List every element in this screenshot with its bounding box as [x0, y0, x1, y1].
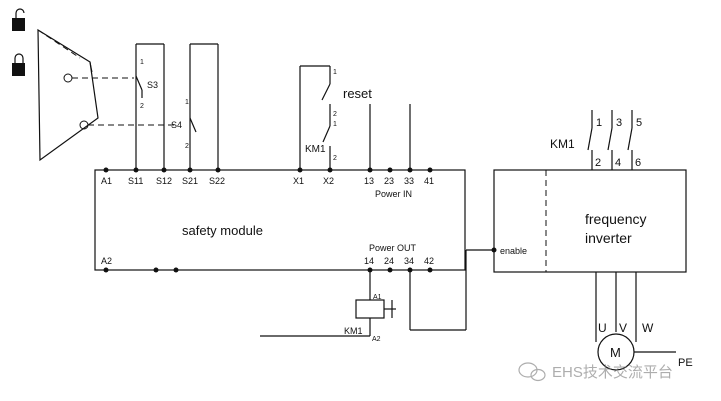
reset-km1-label: KM1 — [305, 144, 326, 155]
terminal-41: 41 — [424, 176, 434, 186]
phase-u-label: U — [598, 321, 607, 335]
power-in-wires — [369, 104, 411, 170]
coil-a1-label: A1 — [373, 294, 382, 301]
terminal-s22: S22 — [209, 176, 225, 186]
top-terminal-dots — [103, 167, 433, 173]
inverter-title-line2: inverter — [585, 230, 632, 246]
contactor-pin-2: 2 — [595, 157, 601, 169]
pe-label: PE — [678, 357, 693, 369]
terminal-x2: X2 — [323, 176, 334, 186]
enable-wire — [409, 247, 497, 331]
frequency-inverter-box — [493, 169, 687, 273]
phase-w-label: W — [642, 321, 654, 335]
inverter-enable-label: enable — [500, 246, 527, 256]
terminal-x1: X1 — [293, 176, 304, 186]
contactor-pin-3: 3 — [616, 117, 622, 129]
terminal-s12: S12 — [156, 176, 172, 186]
terminal-42: 42 — [424, 256, 434, 266]
gate-actuator-1 — [63, 73, 73, 83]
safety-module-title: safety module — [182, 223, 263, 238]
terminal-s11: S11 — [128, 176, 143, 186]
s4-pin-top: 1 — [185, 99, 189, 106]
terminal-a2: A2 — [101, 256, 112, 266]
main-contactor-km1: KM1 1 3 5 2 4 6 — [550, 110, 642, 170]
switch-s4: S4 1 2 — [171, 43, 219, 170]
terminal-s21: S21 — [182, 176, 198, 186]
coil-a2-label: A2 — [372, 336, 381, 343]
locked-padlock-icon — [12, 53, 25, 76]
motor-symbol: M — [610, 345, 621, 360]
terminal-a1: A1 — [101, 176, 112, 186]
power-out-label: Power OUT — [369, 243, 417, 253]
terminal-13: 13 — [364, 176, 374, 186]
motor-wiring: U V W M PE — [595, 272, 693, 371]
coil-km1-label: KM1 — [344, 326, 363, 336]
reset-pin-1: 1 — [333, 69, 337, 76]
switch-s4-label: S4 — [171, 120, 182, 130]
safety-guard-drawing — [37, 28, 176, 162]
km1-aux-pin-2: 2 — [333, 155, 337, 162]
terminal-34: 34 — [404, 256, 414, 266]
s4-pin-bottom: 2 — [185, 143, 189, 150]
unlocked-padlock-icon — [12, 8, 25, 31]
km1-aux-pin-1: 1 — [333, 121, 337, 128]
switch-s3: S3 1 2 — [135, 43, 165, 170]
coil-km1: A1 A2 KM1 — [260, 270, 396, 343]
reset-label: reset — [343, 86, 372, 101]
reset-pin-2: 2 — [333, 111, 337, 118]
contactor-pin-5: 5 — [636, 117, 642, 129]
terminal-33: 33 — [404, 176, 414, 186]
inverter-title-line1: frequency — [585, 211, 646, 227]
power-in-label: Power IN — [375, 189, 412, 199]
s3-pin-bottom: 2 — [140, 103, 144, 110]
switch-s3-label: S3 — [147, 80, 158, 90]
contactor-km1-label: KM1 — [550, 137, 575, 151]
phase-v-label: V — [619, 321, 627, 335]
contactor-pin-1: 1 — [596, 117, 602, 129]
safety-module-box — [94, 169, 466, 271]
contactor-pin-6: 6 — [635, 157, 641, 169]
wechat-icon — [518, 362, 546, 382]
watermark: EHS技术交流平台 — [518, 362, 673, 382]
contactor-pin-4: 4 — [615, 157, 621, 169]
terminal-24: 24 — [384, 256, 394, 266]
watermark-text: EHS技术交流平台 — [552, 363, 673, 381]
s3-pin-top: 1 — [140, 59, 144, 66]
reset-circuit: reset KM1 1 2 1 2 — [299, 65, 372, 170]
terminal-14: 14 — [364, 256, 374, 266]
terminal-23: 23 — [384, 176, 394, 186]
